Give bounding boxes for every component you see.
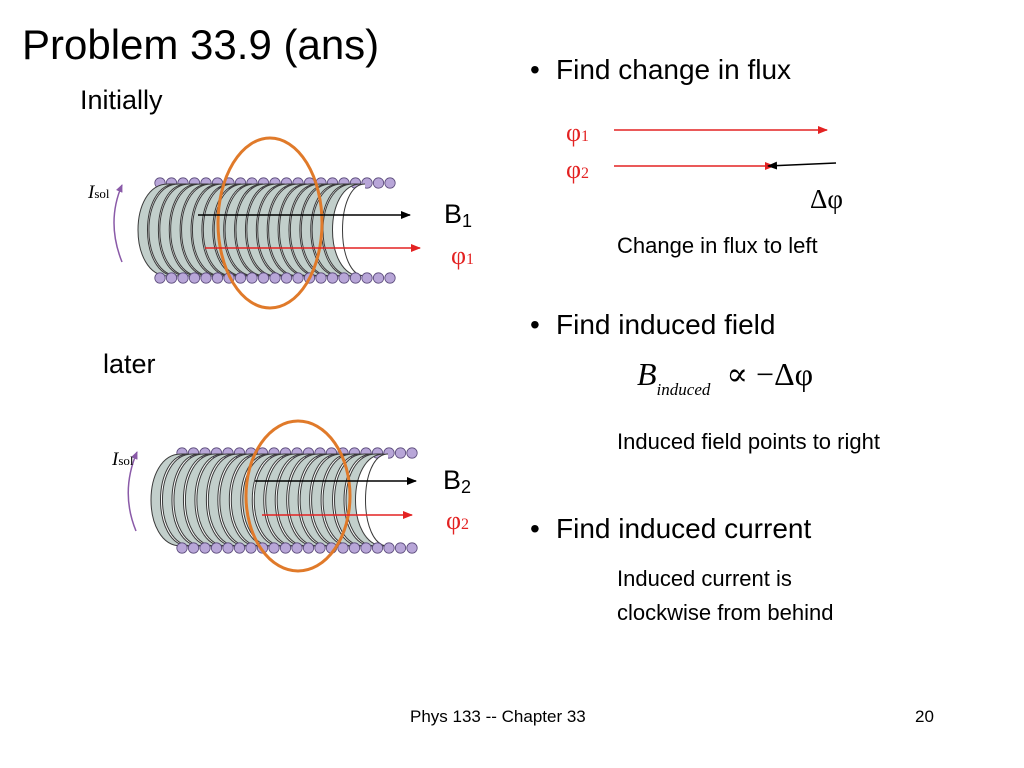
current-direction-arrow: [127, 451, 138, 532]
wire-cross-section: [384, 177, 396, 189]
wire-cross-section: [222, 542, 234, 554]
initially-label: Initially: [80, 85, 163, 115]
wire-cross-section: [383, 542, 395, 554]
wire-cross-section: [269, 272, 281, 284]
wire-cross-section: [338, 272, 350, 284]
wire-cross-section: [384, 272, 396, 284]
wire-cross-section: [292, 272, 304, 284]
coil-rings: [137, 183, 366, 277]
wire-cross-section: [291, 542, 303, 554]
induced-current-note-line2: clockwise from behind: [617, 600, 834, 625]
wire-cross-section: [268, 542, 280, 554]
induced-field-note: Induced field points to right: [617, 429, 880, 454]
bullet-find-change-in-flux: •Find change in flux: [530, 54, 792, 85]
wire-cross-section: [188, 272, 201, 284]
induced-current-note-line1: Induced current is: [617, 566, 792, 591]
later-label: later: [103, 349, 156, 379]
bullet-find-induced-field: •Find induced field: [530, 309, 776, 340]
wire-cross-section: [371, 542, 384, 554]
wire-cross-section: [406, 447, 418, 459]
flux-phi2-right-label: φ2: [566, 155, 590, 184]
wire-cross-section: [177, 272, 189, 284]
wire-cross-section: [210, 542, 223, 554]
wire-loop: [244, 419, 352, 573]
wire-cross-section: [154, 272, 166, 284]
wire-cross-section: [279, 542, 292, 554]
slide-title: Problem 33.9 (ans): [22, 21, 380, 68]
wire-cross-section: [302, 542, 315, 554]
wire-cross-section: [326, 272, 339, 284]
wire-cross-section: [337, 542, 349, 554]
wire-cross-section: [200, 272, 212, 284]
footer-course: Phys 133 -- Chapter 33: [410, 707, 586, 726]
wire-cross-section: [199, 542, 211, 554]
change-in-flux-note: Change in flux to left: [617, 233, 818, 258]
wire-cross-section: [372, 272, 385, 284]
wire-cross-section: [394, 542, 407, 554]
delta-flux-arrow: [767, 161, 837, 170]
current-direction-arrow: [113, 184, 123, 263]
wire-cross-section: [394, 447, 407, 459]
wire-cross-section: [211, 272, 224, 284]
wire-row-bottom: [154, 272, 396, 284]
wire-cross-section: [176, 542, 188, 554]
current-label-top: Isol: [88, 182, 110, 203]
coil-ring: [246, 183, 285, 277]
wire-cross-section: [406, 542, 418, 554]
wire-cross-section: [360, 542, 372, 554]
wire-cross-section: [280, 272, 293, 284]
wire-row-bottom: [176, 542, 418, 554]
wire-cross-section: [349, 272, 362, 284]
wire-cross-section: [348, 542, 361, 554]
wire-cross-section: [234, 272, 247, 284]
wire-cross-section: [372, 177, 385, 189]
wire-cross-section: [165, 272, 178, 284]
field-label-b1: B1: [444, 199, 473, 231]
delta-flux-label: Δφ: [810, 184, 843, 214]
flux-label-phi2: φ2: [446, 506, 470, 535]
induced-field-equation: Binduced ∝ −Δφ: [637, 356, 814, 399]
wire-cross-section: [187, 542, 200, 554]
coil-end-opening: [365, 453, 389, 547]
slide-number: 20: [915, 707, 934, 726]
wire-cross-section: [245, 542, 257, 554]
current-label-bottom: Isol: [112, 449, 134, 470]
wire-cross-section: [314, 542, 326, 554]
wire-loop: [216, 136, 324, 310]
wire-cross-section: [257, 272, 270, 284]
wire-cross-section: [361, 272, 373, 284]
induced-current-note: Induced current is clockwise from behind: [617, 562, 833, 630]
wire-cross-section: [246, 272, 258, 284]
bullet-find-induced-current: •Find induced current: [530, 513, 812, 544]
coil-end-opening: [342, 183, 366, 277]
wire-cross-section: [315, 272, 327, 284]
flux-phi1-right-label: φ1: [566, 118, 590, 147]
flux-label-phi1: φ1: [451, 241, 475, 270]
wire-cross-section: [233, 542, 246, 554]
field-label-b2: B2: [443, 465, 472, 497]
